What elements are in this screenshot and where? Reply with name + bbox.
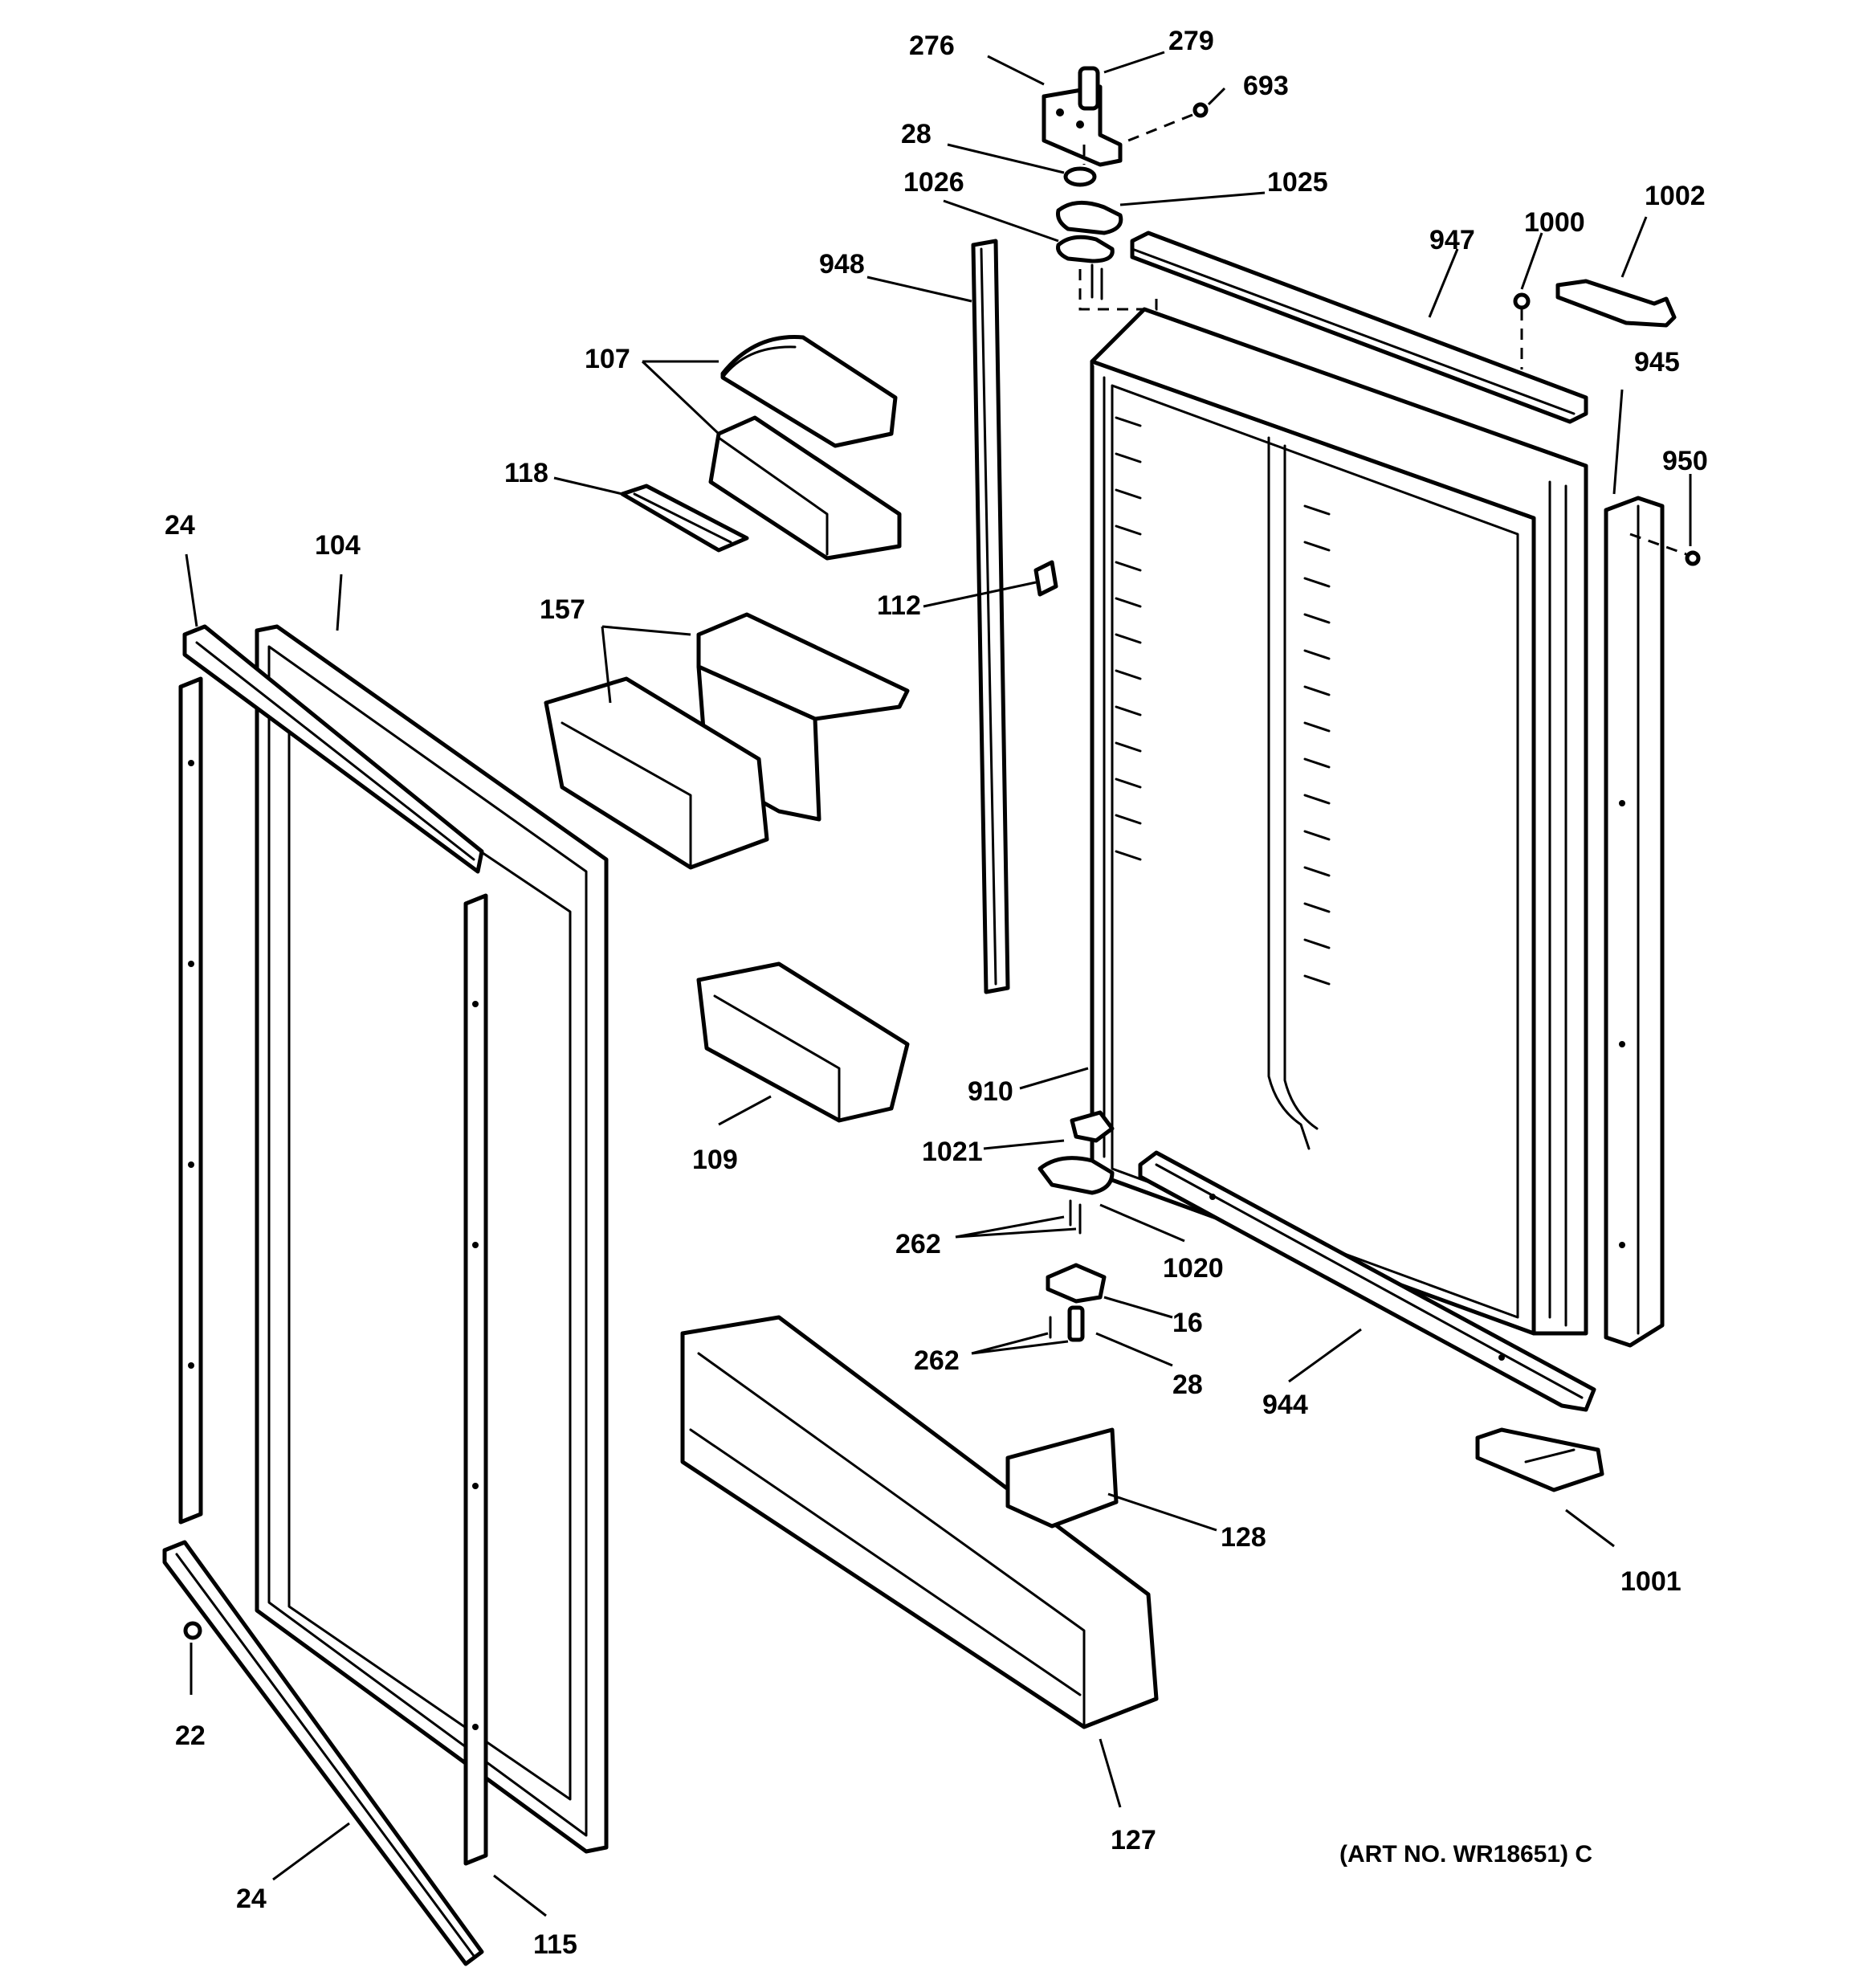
dairy-tray-insert [620,484,749,553]
callout-16: 16 [1172,1308,1203,1338]
hinge-cam-lower [1056,235,1158,311]
left-trim-strip [178,676,203,1525]
art-number: (ART NO. WR18651) C [1339,1841,1592,1868]
callout-1002: 1002 [1645,181,1706,211]
hinge-screw [1127,102,1209,142]
door-liner [1090,307,1588,1336]
callout-24-bottom: 24 [236,1884,267,1914]
callout-910: 910 [968,1076,1013,1107]
top-trim-strip [182,624,484,874]
callout-127: 127 [1111,1825,1156,1855]
dairy-compartment [708,415,902,561]
lower-hinge-screws-a [1069,1199,1082,1235]
callout-labels: 276 279 693 28 1026 1025 948 947 1000 10… [165,26,1708,1960]
callout-28-top: 28 [901,119,932,149]
callout-1026: 1026 [903,167,964,198]
bottom-trim-strip [162,1540,484,1966]
callout-22: 22 [175,1721,206,1751]
callout-1021: 1021 [922,1137,983,1167]
callout-157: 157 [540,594,585,625]
top-hinge-bracket [1042,66,1123,167]
door-bin-small [696,961,910,1123]
door-gasket-strip [971,239,1010,994]
callout-115: 115 [533,1929,577,1960]
hinge-cam-upper [1056,200,1123,235]
deli-drawer [544,676,769,870]
callout-128: 128 [1221,1522,1266,1553]
cover-screw [1513,292,1531,369]
callout-950: 950 [1662,446,1708,476]
lower-hinge-cam-upper [1070,1110,1115,1143]
lower-hinge-screws-b [1049,1305,1085,1342]
side-channel-screw [1629,533,1701,566]
dairy-compartment-door [720,335,898,448]
callout-1025: 1025 [1267,167,1328,198]
side-channel [1604,496,1665,1348]
callout-262-a: 262 [895,1229,941,1259]
outer-door-frame [255,624,609,1854]
callout-1020: 1020 [1163,1253,1224,1284]
callout-279: 279 [1168,26,1214,56]
callout-948: 948 [819,249,865,280]
gasket-clip [1033,560,1058,597]
callout-28-bottom: 28 [1172,1370,1203,1400]
callout-118: 118 [504,458,548,488]
callout-24-top: 24 [165,510,195,541]
trim-screw [183,1621,202,1640]
hinge-cover [1555,279,1677,328]
callout-112: 112 [877,590,921,621]
liner-shelf-supports-left [1115,416,1142,861]
callout-947: 947 [1429,225,1475,255]
callout-107: 107 [585,344,630,374]
callout-104: 104 [315,530,361,561]
callout-1001: 1001 [1620,1566,1682,1597]
bin-end-cap [1005,1427,1119,1529]
callout-109: 109 [692,1145,738,1175]
leader-lines [185,51,1692,1917]
lower-hinge-bracket [1046,1263,1107,1304]
callout-276: 276 [909,31,955,61]
callout-262-b: 262 [914,1345,960,1376]
callout-945: 945 [1634,347,1680,378]
door-bin-large [680,1315,1159,1729]
bottom-channel [1138,1150,1596,1412]
top-channel [1130,231,1588,424]
liner-shelf-supports-right [1303,504,1331,986]
lower-hinge-cam-lower [1037,1156,1115,1195]
callout-1000: 1000 [1524,207,1585,238]
callout-944: 944 [1262,1390,1308,1420]
right-trim-strip [463,893,488,1866]
hinge-bushing [1063,145,1097,187]
callout-693: 693 [1243,71,1289,101]
lower-hinge-cover [1475,1427,1604,1492]
